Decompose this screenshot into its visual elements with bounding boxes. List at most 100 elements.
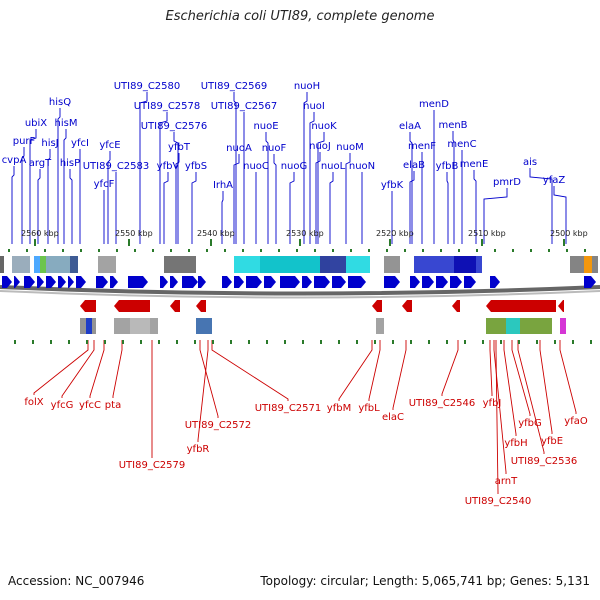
genome-backbone-shadow <box>0 290 600 299</box>
gene-label-yfaZ: yfaZ <box>543 175 566 186</box>
minor-tick <box>482 340 484 344</box>
minor-tick <box>332 249 334 252</box>
gene-leader-line <box>289 172 295 244</box>
gene-label-elaC: elaC <box>382 412 404 423</box>
forward-gene-arrow <box>450 276 462 288</box>
similarity-block <box>40 256 46 273</box>
forward-gene-arrow <box>222 276 232 288</box>
gene-label-menF: menF <box>408 141 436 152</box>
genome-title: Escherichia coli UTI89, complete genome <box>165 9 435 24</box>
gene-label-UTI89_C2571: UTI89_C2571 <box>255 403 322 414</box>
genome-backbone <box>0 285 600 296</box>
gene-label-yfcG: yfcG <box>51 400 74 411</box>
forward-gene-arrow <box>332 276 346 288</box>
gene-leader-line <box>368 340 381 401</box>
forward-gene-arrow <box>14 276 20 288</box>
gene-leader-line <box>21 147 25 244</box>
gene-label-yfcE: yfcE <box>99 140 120 151</box>
gene-leader-line <box>345 153 351 244</box>
gene-leader-line <box>553 186 567 244</box>
gene-label-hisJ: hisJ <box>41 138 58 149</box>
minor-tick <box>230 340 232 344</box>
minor-tick <box>176 340 178 344</box>
similarity-block <box>584 256 592 273</box>
gene-label-nuoK: nuoK <box>311 121 337 132</box>
reverse-gene-arrow <box>114 300 150 312</box>
gene-label-pta: pta <box>105 400 121 411</box>
gene-leader-line <box>338 340 373 401</box>
similarity-block <box>196 318 212 334</box>
reverse-gene-arrow <box>558 300 564 312</box>
gene-label-UTI89_C2576: UTI89_C2576 <box>141 121 208 132</box>
minor-tick <box>158 340 160 344</box>
gene-label-UTI89_C2580: UTI89_C2580 <box>114 81 181 92</box>
gene-leader-line <box>173 132 179 244</box>
forward-gene-arrow <box>110 276 118 288</box>
gene-leader-line <box>529 168 553 244</box>
minor-tick <box>44 249 46 252</box>
gene-label-nuoH: nuoH <box>294 81 320 92</box>
gene-leader-line <box>233 154 240 244</box>
minor-tick <box>134 249 136 252</box>
gene-label-nuoF: nuoF <box>262 143 287 154</box>
gene-label-yfbL: yfbL <box>358 403 380 414</box>
minor-tick <box>458 249 460 252</box>
forward-gene-arrow <box>170 276 178 288</box>
ruler-label: 2540 kbp <box>197 229 235 238</box>
similarity-block <box>70 256 78 273</box>
gene-label-UTI89_C2578: UTI89_C2578 <box>134 101 201 112</box>
minor-tick <box>320 340 322 344</box>
gene-label-yfbS: yfbS <box>185 161 207 172</box>
minor-tick <box>404 249 406 252</box>
forward-gene-arrow <box>584 276 596 288</box>
minor-tick <box>368 249 370 252</box>
gene-label-yfaO: yfaO <box>564 416 588 427</box>
gene-leader-line <box>175 153 180 244</box>
similarity-block <box>130 318 150 334</box>
reverse-gene-arrow <box>170 300 180 312</box>
minor-tick <box>428 340 430 344</box>
minor-tick <box>278 249 280 252</box>
genome-summary: Topology: circular; Length: 5,065,741 bp… <box>260 574 590 588</box>
minor-tick <box>494 249 496 252</box>
gene-leader-line <box>197 340 209 442</box>
minor-tick <box>26 249 28 252</box>
ruler-label: 2550 kbp <box>115 229 153 238</box>
forward-gene-arrow <box>46 276 56 288</box>
minor-tick <box>98 249 100 252</box>
gene-label-elaB: elaB <box>403 160 425 171</box>
reverse-gene-arrow <box>402 300 412 312</box>
gene-leader-line <box>211 340 289 401</box>
gene-label-menC: menC <box>447 139 476 150</box>
accession-label: Accession: NC_007946 <box>8 574 145 588</box>
forward-gene-arrow <box>128 276 148 288</box>
minor-tick <box>248 340 250 344</box>
gene-label-UTI89_C2546: UTI89_C2546 <box>409 398 476 409</box>
forward-gene-arrow <box>198 276 206 288</box>
gene-leader-line <box>163 172 169 244</box>
gene-label-yfbT: yfbT <box>168 142 191 153</box>
ruler-label: 2520 kbp <box>376 229 414 238</box>
gene-label-yfcF: yfcF <box>94 179 115 190</box>
minor-tick <box>584 249 586 252</box>
reverse-gene-arrow <box>372 300 382 312</box>
gene-leader-line <box>517 340 545 454</box>
gene-leader-line <box>61 340 95 398</box>
gene-label-nuoE: nuoE <box>253 121 278 132</box>
minor-tick <box>116 249 118 252</box>
minor-tick <box>338 340 340 344</box>
reverse-gene-arrow <box>80 300 96 312</box>
similarity-block <box>560 318 566 334</box>
minor-tick <box>572 340 574 344</box>
forward-gene-arrow <box>182 276 198 288</box>
minor-tick <box>188 249 190 252</box>
minor-tick <box>500 340 502 344</box>
gene-leader-line <box>29 129 37 244</box>
gene-label-arnT: arnT <box>495 476 518 487</box>
reverse-gene-arrow <box>452 300 460 312</box>
forward-gene-arrow <box>348 276 366 288</box>
forward-gene-arrow <box>280 276 300 288</box>
gene-leader-line <box>317 132 325 244</box>
forward-gene-arrow <box>234 276 244 288</box>
gene-label-yfbB: yfbB <box>436 161 459 172</box>
